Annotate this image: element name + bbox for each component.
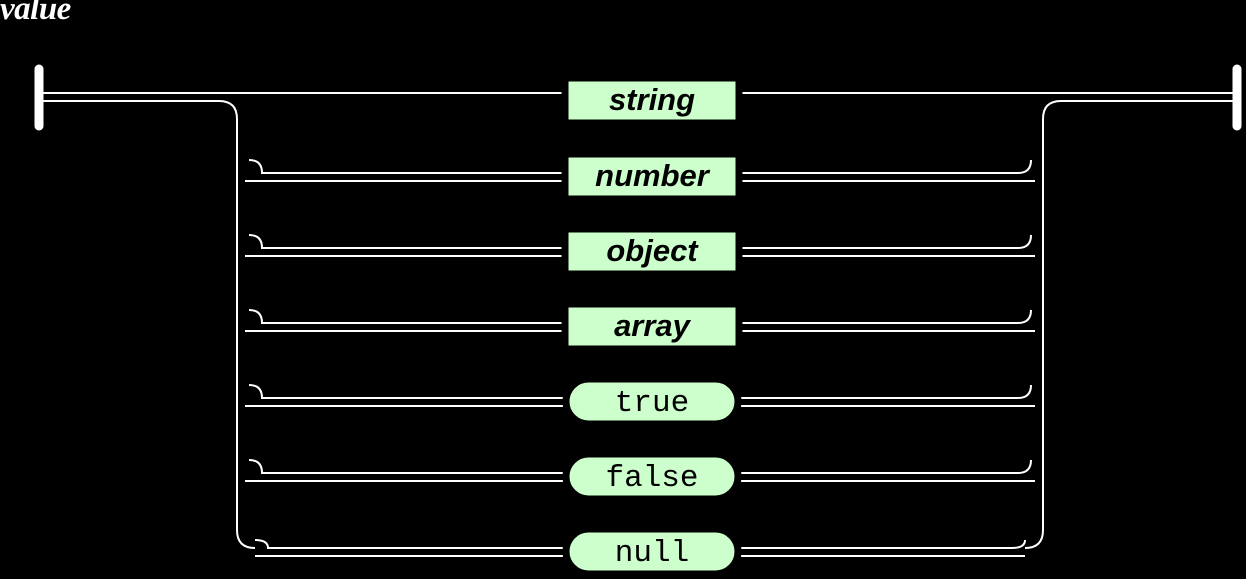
branch-out-null-upper (738, 539, 1026, 549)
branch-out-array-upper (742, 309, 1032, 324)
node-array-label: array (614, 308, 692, 343)
branch-in-false-upper (248, 459, 566, 474)
node-true-label: true (615, 386, 689, 421)
branch-in-true-upper (248, 384, 566, 399)
branch-in-null-upper (254, 539, 566, 549)
node-array[interactable]: array (561, 300, 743, 353)
node-object-label: object (606, 233, 699, 268)
branch-in-number-upper (248, 159, 562, 174)
node-object[interactable]: object (561, 225, 743, 278)
branch-out-true-upper (738, 384, 1032, 399)
node-number[interactable]: number (561, 150, 743, 203)
node-true[interactable]: true (562, 375, 742, 428)
branch-in-object-upper (248, 234, 562, 249)
branch-in-array-upper (248, 309, 562, 324)
node-string[interactable]: string (561, 74, 743, 127)
branch-out-number-upper (742, 159, 1032, 174)
node-number-label: number (595, 158, 711, 193)
branch-out-object-upper (742, 234, 1032, 249)
node-false[interactable]: false (562, 450, 742, 503)
node-string-label: string (609, 82, 695, 117)
page-title: value (0, 0, 71, 27)
node-null[interactable]: null (562, 525, 742, 578)
merge-rail-right (1024, 100, 1237, 549)
node-false-label: false (605, 461, 698, 496)
branch-rail-left (39, 100, 256, 549)
branch-out-false-upper (738, 459, 1032, 474)
node-null-label: null (615, 536, 689, 571)
